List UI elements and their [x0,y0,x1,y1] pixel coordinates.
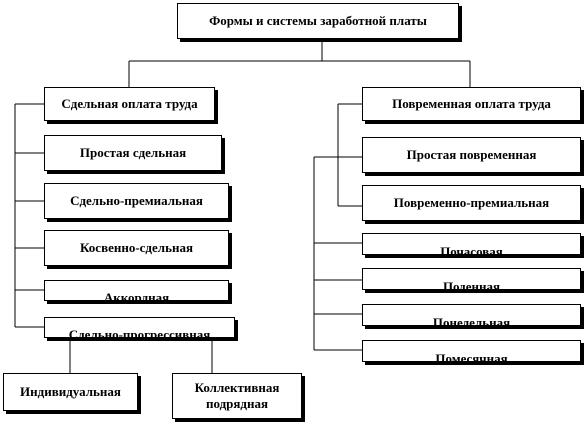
monthly-node: Помесячная [362,340,581,362]
individual-node: Индивидуальная [3,373,138,411]
hourly-node: Почасовая [362,233,581,255]
piece-premium-node: Сдельно-премиальная [44,183,229,219]
time-premium-node: Повременно-премиальная [362,185,581,221]
piece-wage-node: Сдельная оплата труда [44,87,215,121]
simple-time-node: Простая повременная [362,137,581,173]
simple-piece-node: Простая сдельная [44,135,222,171]
lump-sum-node: Аккордная [44,280,229,301]
root-node: Формы и системы заработной платы [177,3,459,39]
piece-progressive-node: Сдельно-прогрессивная [44,317,235,338]
weekly-node: Понедельная [362,304,581,326]
indirect-piece-node: Косвенно-сдельная [44,230,229,266]
time-wage-node: Повременная оплата труда [362,87,581,121]
daily-node: Поденная [362,268,581,290]
collective-contract-node: Коллективная подрядная [172,373,302,419]
